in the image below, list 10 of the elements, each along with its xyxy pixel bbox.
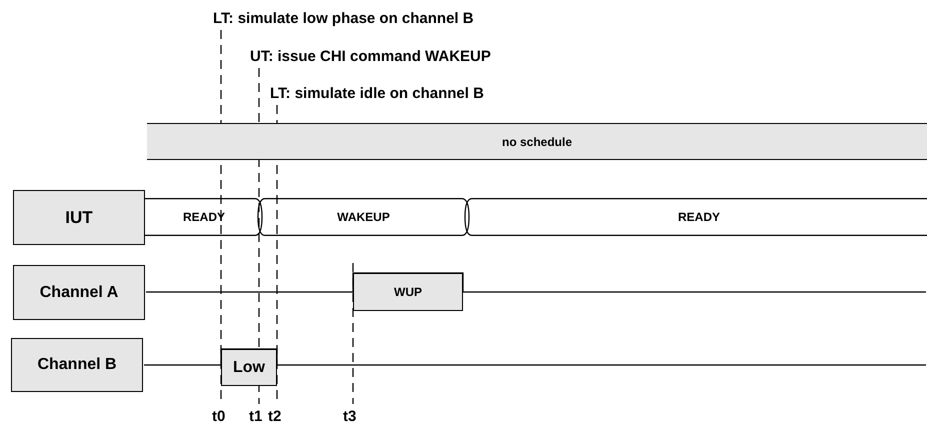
schedule-band: no schedule — [147, 123, 927, 160]
row-label-box: Channel A — [13, 265, 145, 320]
signal-pulse: WUP — [353, 273, 463, 311]
state-segment: READY — [145, 198, 263, 236]
state-segment: WAKEUP — [257, 198, 470, 236]
signal-pulse: Low — [221, 349, 277, 386]
row-label-box: IUT — [13, 190, 145, 245]
row-label-box: Channel B — [11, 338, 143, 392]
state-segment: READY — [464, 198, 927, 236]
annotation-text: LT: simulate low phase on channel B — [213, 10, 474, 28]
